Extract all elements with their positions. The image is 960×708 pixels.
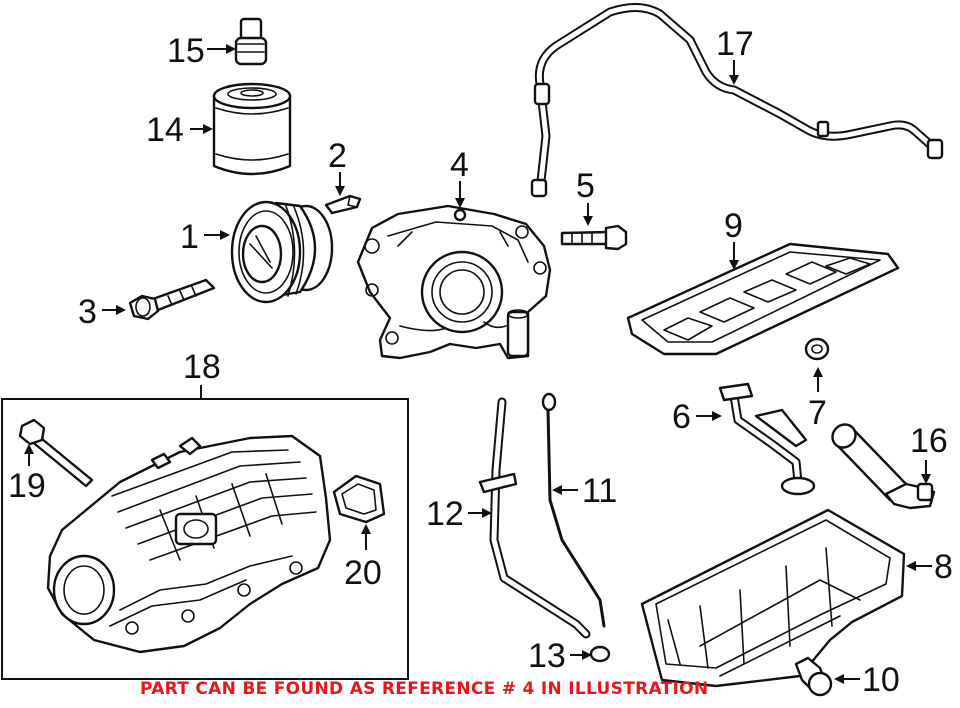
part-2-key[interactable]: [324, 194, 362, 215]
part-12-dipstick-tube[interactable]: [478, 397, 591, 639]
callout-19: 19: [8, 444, 46, 505]
svg-text:12: 12: [426, 495, 464, 533]
part-7-washer[interactable]: [804, 337, 830, 361]
svg-text:11: 11: [582, 472, 617, 510]
part-4-oil-pump[interactable]: [356, 204, 552, 360]
callout-9: 9: [724, 207, 743, 270]
svg-text:16: 16: [910, 422, 948, 460]
svg-text:10: 10: [862, 661, 900, 699]
part-20-gasket[interactable]: [332, 474, 386, 524]
callout-8: 8: [906, 548, 953, 586]
callout-11: 11: [552, 472, 617, 510]
callout-3: 3: [78, 293, 126, 331]
part-6-pickup-tube[interactable]: [718, 382, 816, 496]
part-10-drain-plug[interactable]: [794, 656, 833, 697]
callout-12: 12: [426, 495, 492, 533]
svg-text:15: 15: [167, 32, 205, 70]
svg-text:3: 3: [78, 293, 97, 331]
reference-notice: PART CAN BE FOUND AS REFERENCE # 4 IN IL…: [140, 679, 709, 699]
callout-17: 17: [716, 25, 754, 85]
callout-5: 5: [576, 167, 595, 226]
callout-4: 4: [450, 146, 469, 208]
callout-7: 7: [808, 367, 827, 432]
svg-text:5: 5: [576, 167, 595, 205]
svg-text:6: 6: [672, 398, 691, 436]
svg-text:14: 14: [146, 111, 184, 149]
callout-18: 18: [183, 348, 221, 399]
part-18-intake-box[interactable]: [1, 398, 409, 680]
part-13-o-ring[interactable]: [589, 645, 611, 663]
part-5-bolt[interactable]: [560, 224, 628, 251]
svg-text:2: 2: [328, 137, 347, 175]
callout-20: 20: [344, 524, 382, 592]
part-1-pulley[interactable]: [230, 200, 334, 304]
svg-text:17: 17: [716, 25, 754, 63]
svg-text:1: 1: [180, 218, 199, 256]
svg-text:19: 19: [8, 467, 46, 505]
callout-16: 16: [910, 422, 948, 484]
part-17-tube[interactable]: [530, 3, 944, 198]
part-14-oil-filter[interactable]: [212, 82, 292, 176]
callout-10: 10: [834, 661, 900, 699]
part-9-gasket[interactable]: [626, 242, 900, 356]
svg-text:13: 13: [528, 637, 566, 675]
part-16-filter-element[interactable]: [828, 420, 936, 510]
part-19-bolt[interactable]: [18, 418, 94, 488]
callout-13: 13: [528, 637, 592, 675]
callout-14: 14: [146, 111, 213, 149]
svg-text:20: 20: [344, 554, 382, 592]
part-15-sensor[interactable]: [234, 17, 268, 66]
part-3-bolt[interactable]: [128, 278, 216, 321]
svg-text:4: 4: [450, 146, 469, 184]
callout-6: 6: [672, 398, 722, 436]
svg-text:8: 8: [934, 548, 953, 586]
callout-1: 1: [180, 218, 230, 256]
callout-2: 2: [328, 137, 347, 196]
part-8-oil-pan[interactable]: [640, 508, 906, 688]
part-11-dipstick[interactable]: [541, 392, 606, 628]
svg-text:9: 9: [724, 207, 743, 245]
callout-15: 15: [167, 32, 236, 70]
svg-text:7: 7: [808, 394, 827, 432]
intake-manifold[interactable]: [46, 434, 332, 654]
svg-text:18: 18: [183, 348, 221, 386]
